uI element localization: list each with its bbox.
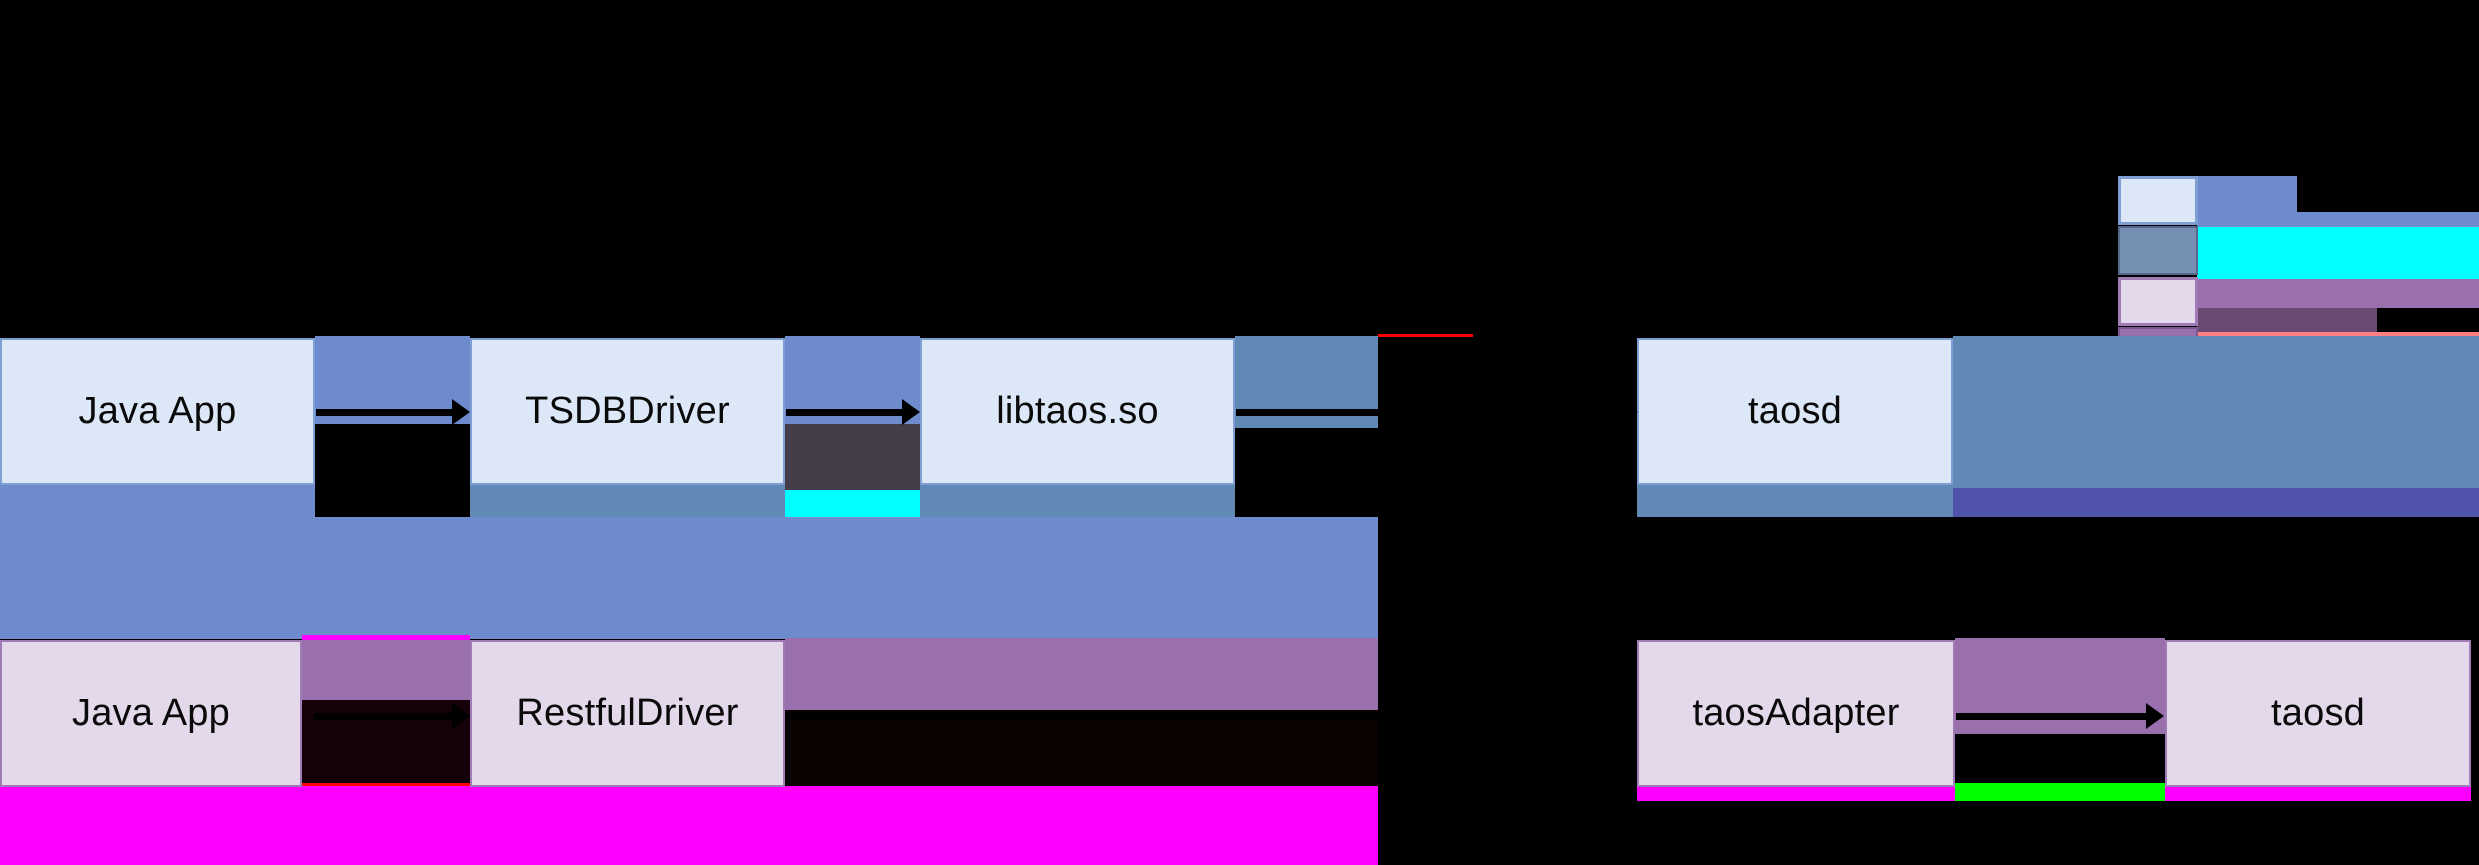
legend-bar-native-link-2 — [2197, 212, 2479, 227]
band-native-underline-2 — [920, 485, 1235, 522]
accent-green-rest — [1955, 783, 2165, 801]
node-libtaos-so[interactable]: libtaos.so — [920, 338, 1235, 485]
arrow-line-javaapprest-to-restfuldriver — [314, 713, 454, 720]
mask-rest-gap-2 — [785, 710, 1378, 786]
node-java-app-native[interactable]: Java App — [0, 338, 315, 485]
arrow-line-tsdbdriver-to-libtaos — [786, 409, 904, 416]
node-label: libtaos.so — [996, 390, 1159, 432]
legend-swatch-native-link — [2118, 226, 2198, 275]
arrow-head-restfuldriver-to-taosadapter — [1618, 703, 1636, 729]
legend-swatch-native-box — [2118, 176, 2198, 225]
accent-magenta-bottom-2 — [1637, 783, 1955, 801]
accent-magenta-bottom-3 — [2165, 783, 2471, 801]
arrow-head-javaapprest-to-restfuldriver — [452, 703, 470, 729]
node-tsdb-driver[interactable]: TSDBDriver — [470, 338, 785, 485]
accent-red-native — [1378, 334, 1473, 337]
node-label: taosd — [2271, 692, 2365, 734]
arrow-line-taosadapter-to-taosdrest — [1956, 713, 2148, 720]
node-java-app-rest[interactable]: Java App — [0, 640, 302, 787]
arrow-line-libtaos-to-taosd — [1236, 409, 1636, 416]
legend-bar-native-link-1 — [2197, 176, 2297, 212]
accent-magenta-rest-1 — [302, 635, 470, 640]
arrow-head-tsdbdriver-to-libtaos — [902, 399, 920, 425]
arrow-line-javaapp-to-tsdbdriver — [316, 409, 454, 416]
accent-magenta-bottom-1 — [0, 786, 1378, 865]
band-rest-link-1 — [302, 638, 470, 710]
band-native-link-4 — [1953, 336, 2479, 488]
node-label: Java App — [72, 692, 230, 734]
band-native-underline-1 — [470, 485, 785, 522]
node-label: RestfulDriver — [516, 692, 739, 734]
arrow-head-javaapp-to-tsdbdriver — [452, 399, 470, 425]
band-rest-link-2 — [785, 638, 1378, 710]
mask-native-gap-3 — [1235, 428, 1378, 522]
mask-native-gap-1 — [315, 424, 470, 522]
band-native-link-1 — [315, 336, 470, 436]
band-native-link-2 — [785, 336, 920, 436]
legend-bar-rest-link-1 — [2197, 279, 2479, 308]
arrow-line-restfuldriver-to-taosadapter — [786, 713, 1620, 720]
mask-rest-gap-3 — [1955, 734, 2165, 786]
node-taosd-native[interactable]: taosd — [1637, 338, 1953, 485]
node-restful-driver[interactable]: RestfulDriver — [470, 640, 785, 787]
legend-bar-rest-link-2 — [2197, 308, 2377, 332]
band-native-link-5 — [1953, 488, 2479, 517]
node-label: taosd — [1748, 390, 1842, 432]
band-middle-blue-left — [0, 485, 315, 639]
legend-swatch-rest-box — [2118, 277, 2198, 326]
node-label: taosAdapter — [1692, 692, 1900, 734]
node-label: Java App — [78, 390, 237, 432]
arrow-head-taosadapter-to-taosdrest — [2146, 703, 2164, 729]
accent-cyan-native — [785, 490, 920, 522]
band-native-underline-taosd — [1637, 485, 1953, 517]
node-taosd-rest[interactable]: taosd — [2165, 640, 2471, 787]
legend-bar-native-box — [2197, 227, 2479, 279]
node-label: TSDBDriver — [525, 390, 730, 432]
node-taos-adapter[interactable]: taosAdapter — [1637, 640, 1955, 787]
arrow-head-libtaos-to-taosd — [1620, 399, 1638, 425]
